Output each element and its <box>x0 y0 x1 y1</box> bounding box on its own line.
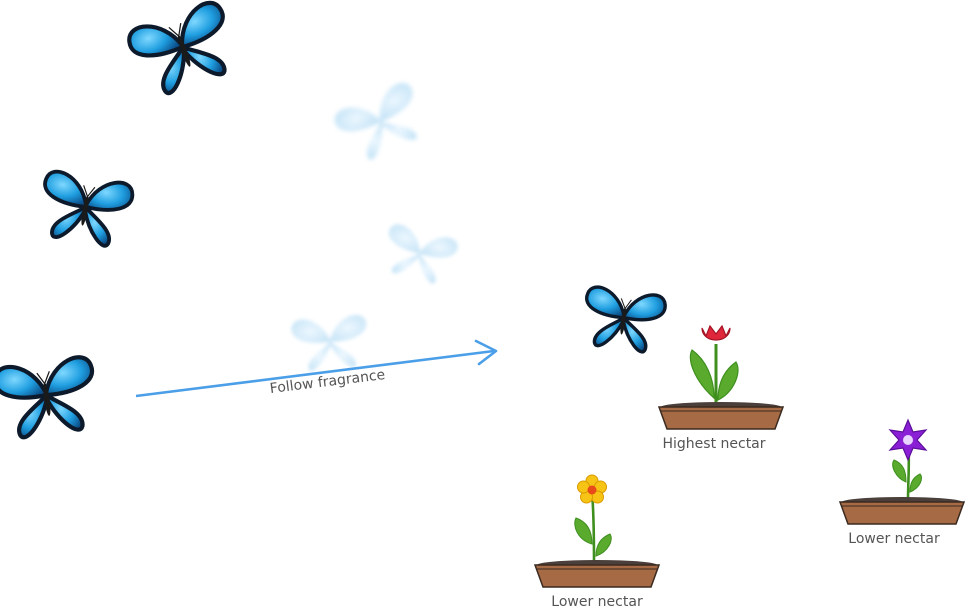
ghost-butterfly-1 <box>331 79 432 168</box>
ghost-butterfly-3 <box>290 314 370 373</box>
flower-pot-daisy: Lower nectar <box>534 474 660 610</box>
pot-caption-star-flower: Lower nectar <box>848 531 940 547</box>
flower-pot-tulip: Highest nectar <box>658 324 784 452</box>
ghost-butterfly-2 <box>378 222 460 288</box>
pot-caption-daisy: Lower nectar <box>551 594 643 610</box>
butterfly-top-left <box>126 0 242 100</box>
butterfly-bottom-left <box>0 356 100 441</box>
pot-caption-tulip: Highest nectar <box>662 436 765 452</box>
fragrance-arrow: Follow fragrance <box>135 339 498 398</box>
flower-pot-star-flower: Lower nectar <box>839 418 965 547</box>
butterfly-near-flowers <box>578 283 669 356</box>
butterfly-middle-left <box>34 167 137 251</box>
